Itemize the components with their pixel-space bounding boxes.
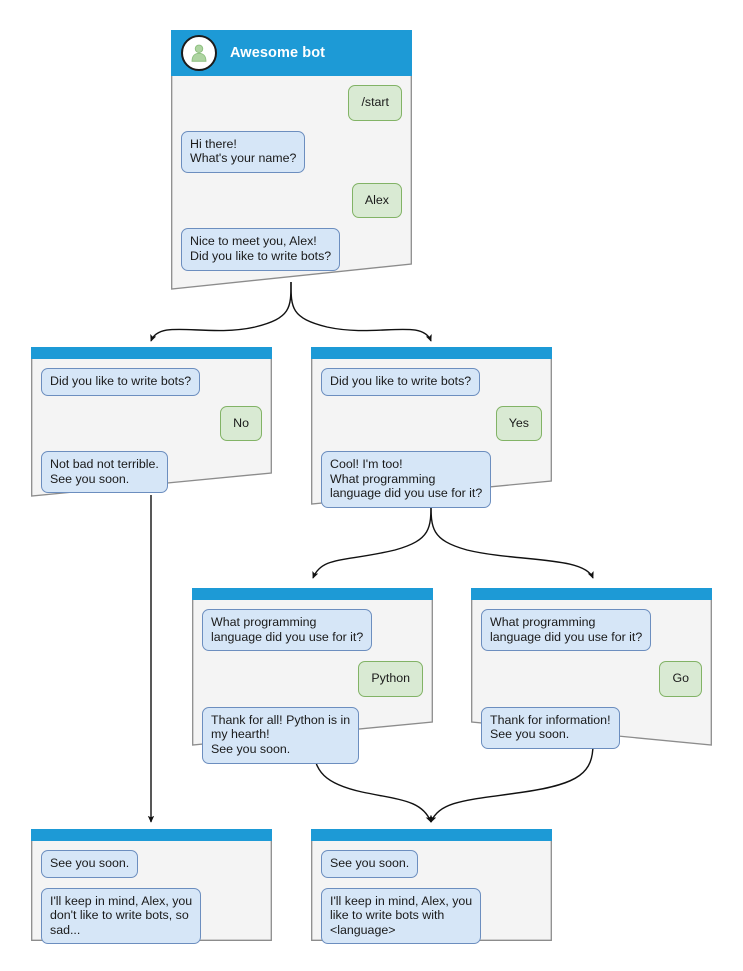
message-row: No xyxy=(41,405,262,442)
message-row: Alex xyxy=(181,182,402,219)
node-yes-branch-chat-window[interactable]: Did you like to write bots? Yes Cool! I'… xyxy=(311,347,552,508)
message-row: Thank for all! Python is in my hearth! S… xyxy=(202,706,423,764)
bot-message-bubble[interactable]: I'll keep in mind, Alex, you like to wri… xyxy=(321,887,482,945)
node-go-branch-chat-window[interactable]: What programming language did you use fo… xyxy=(471,588,712,749)
bot-message-bubble[interactable]: See you soon. xyxy=(41,850,139,878)
message-row: /start xyxy=(181,85,402,121)
user-message-bubble[interactable]: Python xyxy=(358,661,423,697)
bot-message-bubble[interactable]: Thank for information! See you soon. xyxy=(481,706,620,749)
message-row: See you soon. xyxy=(41,850,262,878)
no-branch-chat-header xyxy=(31,347,272,359)
message-row: I'll keep in mind, Alex, you don't like … xyxy=(41,887,262,945)
root-chat-body: /start Hi there! What's your name? Alex … xyxy=(171,76,412,291)
message-row: Cool! I'm too! What programming language… xyxy=(321,451,542,508)
node-root-chat-window[interactable]: Awesome bot /start Hi there! What's your… xyxy=(171,30,412,292)
bot-message-bubble[interactable]: I'll keep in mind, Alex, you don't like … xyxy=(41,887,202,945)
node-end-happy-chat-window[interactable]: See you soon. I'll keep in mind, Alex, y… xyxy=(311,829,552,945)
message-row: Not bad not terrible. See you soon. xyxy=(41,451,262,494)
message-row: I'll keep in mind, Alex, you like to wri… xyxy=(321,887,542,945)
bot-message-bubble[interactable]: See you soon. xyxy=(321,850,419,878)
root-header-title: Awesome bot xyxy=(230,45,326,61)
go-branch-chat-header xyxy=(471,588,712,600)
message-row: Did you like to write bots? xyxy=(321,368,542,396)
bot-message-bubble[interactable]: Did you like to write bots? xyxy=(321,368,481,396)
go-branch-chat-body: What programming language did you use fo… xyxy=(471,600,712,769)
node-no-branch-chat-window[interactable]: Did you like to write bots? No Not bad n… xyxy=(31,347,272,499)
message-row: Did you like to write bots? xyxy=(41,368,262,396)
user-message-bubble[interactable]: Go xyxy=(659,661,702,697)
bot-message-bubble[interactable]: Hi there! What's your name? xyxy=(181,130,306,173)
bot-message-bubble[interactable]: What programming language did you use fo… xyxy=(481,609,652,652)
user-message-bubble[interactable]: /start xyxy=(348,85,402,121)
python-branch-chat-header xyxy=(192,588,433,600)
bot-message-bubble[interactable]: Thank for all! Python is in my hearth! S… xyxy=(202,706,360,764)
message-row: Go xyxy=(481,661,702,697)
root-chat-header: Awesome bot xyxy=(171,30,412,76)
end-happy-chat-header xyxy=(311,829,552,841)
python-branch-chat-body: What programming language did you use fo… xyxy=(192,600,433,784)
user-message-bubble[interactable]: Alex xyxy=(351,182,402,219)
yes-branch-chat-header xyxy=(311,347,552,359)
bot-message-bubble[interactable]: Nice to meet you, Alex! Did you like to … xyxy=(181,228,341,271)
no-branch-chat-body: Did you like to write bots? No Not bad n… xyxy=(31,359,272,513)
bot-message-bubble[interactable]: Not bad not terrible. See you soon. xyxy=(41,451,168,494)
end-happy-chat-body: See you soon. I'll keep in mind, Alex, y… xyxy=(311,841,552,964)
message-row: What programming language did you use fo… xyxy=(202,609,423,652)
node-end-sad-chat-window[interactable]: See you soon. I'll keep in mind, Alex, y… xyxy=(31,829,272,945)
yes-branch-chat-body: Did you like to write bots? Yes Cool! I'… xyxy=(311,359,552,528)
end-sad-chat-body: See you soon. I'll keep in mind, Alex, y… xyxy=(31,841,272,964)
message-row: See you soon. xyxy=(321,850,542,878)
message-row: Thank for information! See you soon. xyxy=(481,706,702,749)
end-sad-chat-header xyxy=(31,829,272,841)
user-message-bubble[interactable]: No xyxy=(220,405,262,442)
message-row: Nice to meet you, Alex! Did you like to … xyxy=(181,228,402,271)
person-avatar-icon xyxy=(181,35,217,71)
user-message-bubble[interactable]: Yes xyxy=(495,405,542,442)
message-row: Hi there! What's your name? xyxy=(181,130,402,173)
bot-message-bubble[interactable]: What programming language did you use fo… xyxy=(202,609,373,652)
message-row: Yes xyxy=(321,405,542,442)
bot-message-bubble[interactable]: Did you like to write bots? xyxy=(41,368,201,396)
bot-message-bubble[interactable]: Cool! I'm too! What programming language… xyxy=(321,451,492,508)
message-row: What programming language did you use fo… xyxy=(481,609,702,652)
message-row: Python xyxy=(202,661,423,697)
node-python-branch-chat-window[interactable]: What programming language did you use fo… xyxy=(192,588,433,764)
